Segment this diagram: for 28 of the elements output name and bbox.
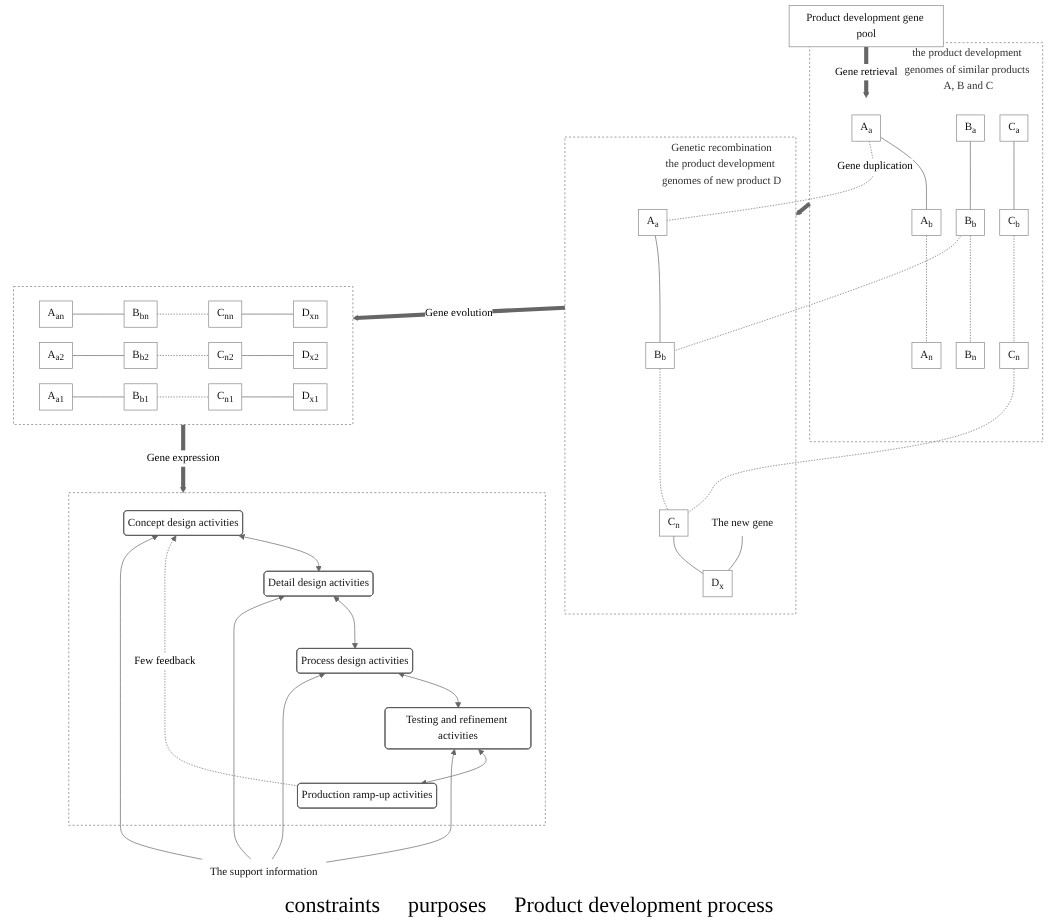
connector [157, 355, 210, 356]
connector [688, 368, 1016, 513]
connector [242, 355, 295, 356]
connector [881, 136, 928, 210]
connector [1014, 140, 1016, 210]
connector [73, 313, 126, 315]
connector [1014, 235, 1016, 343]
connector [242, 313, 295, 315]
connector [728, 535, 744, 571]
connector [674, 235, 963, 352]
connector [674, 535, 705, 574]
arrow [796, 202, 812, 216]
axis-label: constraints [284, 894, 381, 918]
connector [73, 355, 126, 356]
cluster [14, 286, 355, 425]
connector [242, 396, 295, 398]
connector [927, 235, 928, 343]
connector [970, 140, 972, 210]
connector [660, 368, 670, 511]
connector [73, 396, 126, 398]
cluster [69, 492, 547, 826]
connector [655, 235, 662, 343]
connector [970, 235, 972, 343]
connector [667, 140, 876, 221]
axis-label: purposes [408, 894, 487, 918]
connector [157, 313, 210, 315]
connector [157, 396, 210, 398]
process-direction-label: Product development process [514, 894, 774, 918]
